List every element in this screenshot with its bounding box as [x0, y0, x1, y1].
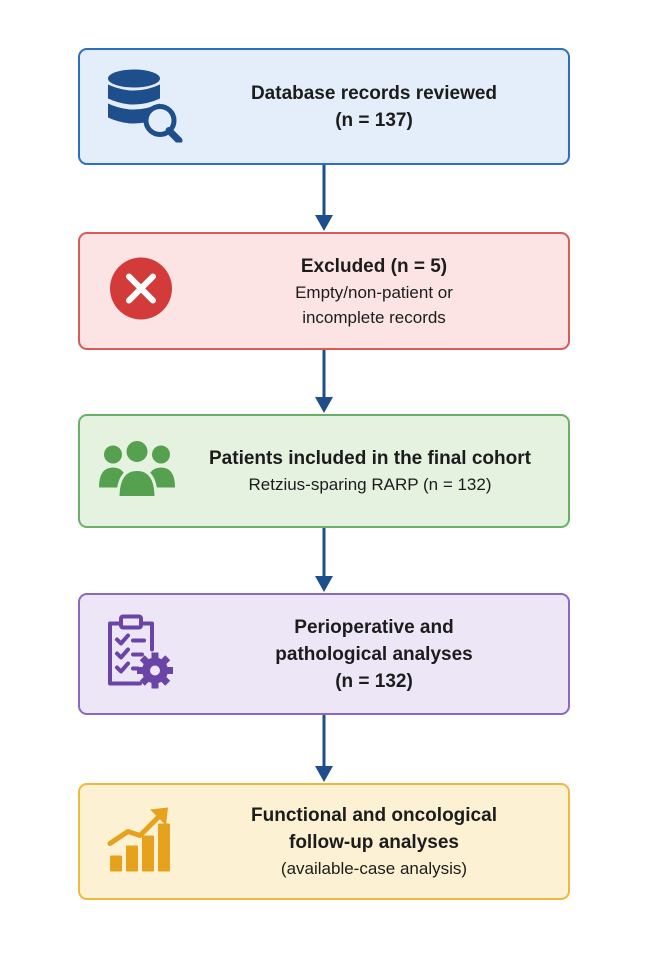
box-detail: Retzius-sparing RARP (n = 132): [248, 475, 492, 494]
box-follow-up-analyses: Functional and oncological follow-up ana…: [78, 783, 570, 900]
box-count: (n = 132): [335, 670, 413, 692]
box-text: Patients included in the final cohort Re…: [178, 416, 562, 526]
box-text: Functional and oncological follow-up ana…: [190, 785, 558, 898]
box-title: pathological analyses: [275, 643, 473, 665]
box-text: Perioperative and pathological analyses …: [190, 595, 558, 713]
box-text: Excluded (n = 5) Empty/non-patient or in…: [190, 234, 558, 348]
box-title: Database records reviewed: [250, 82, 498, 104]
box-count: (n = 137): [335, 109, 413, 131]
arrow-down: [315, 165, 333, 231]
box-title: Excluded (n = 5): [300, 255, 448, 277]
error-x-icon: [108, 256, 174, 327]
box-title: Perioperative and: [294, 616, 454, 638]
bar-chart-trend-icon: [104, 803, 176, 880]
arrow-down: [315, 528, 333, 592]
box-final-cohort: Patients included in the final cohort Re…: [78, 414, 570, 528]
clipboard-gear-icon: [104, 614, 174, 695]
users-group-icon: [98, 438, 176, 505]
arrow-down: [315, 715, 333, 782]
box-perioperative-analyses: Perioperative and pathological analyses …: [78, 593, 570, 715]
box-title: Patients included in the final cohort: [209, 448, 531, 469]
box-title: follow-up analyses: [289, 832, 459, 853]
box-database-records: Database records reviewed (n = 137): [78, 48, 570, 165]
box-detail: incomplete records: [302, 307, 446, 327]
box-title: Functional and oncological: [251, 805, 497, 826]
box-detail: (available-case analysis): [280, 859, 468, 878]
box-text: Database records reviewed (n = 137): [190, 50, 558, 163]
arrow-down: [315, 350, 333, 413]
box-excluded: Excluded (n = 5) Empty/non-patient or in…: [78, 232, 570, 350]
box-detail: Empty/non-patient or: [295, 282, 453, 302]
database-search-icon: [102, 66, 184, 147]
